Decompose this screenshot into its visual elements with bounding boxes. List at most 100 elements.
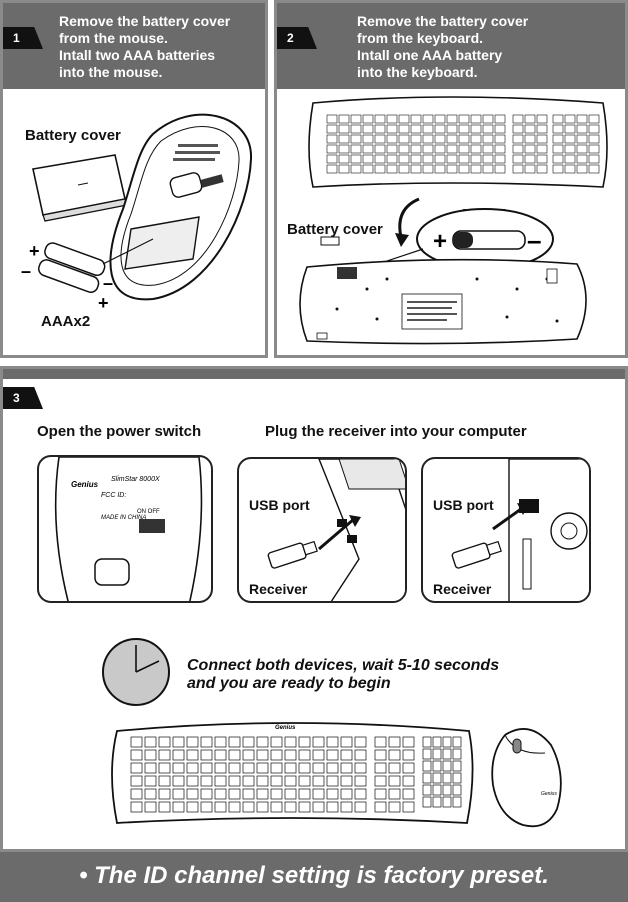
keyboard-key [494,144,506,154]
keyboard-key [172,801,185,813]
keyboard-key [552,124,564,134]
keyboard-key [564,134,576,144]
keyboard-key [270,801,283,813]
keyboard-key [524,124,536,134]
keyboard-key [130,801,143,813]
keyboard-key [340,775,353,787]
keyboard-key [350,114,362,124]
keyboard-key [452,772,462,784]
keyboard-key [214,736,227,748]
keyboard-key [312,788,325,800]
keyboard-key [422,748,432,760]
keyboard-key [242,788,255,800]
keyboard-bottom-view [299,258,587,345]
keyboard-key [354,801,367,813]
svg-text:–: – [103,273,113,293]
keyboard-key [312,775,325,787]
keyboard-key [410,134,422,144]
keyboard-key [326,114,338,124]
step-2-header [277,3,625,89]
wireless-keyboard-key-grid [130,736,462,813]
aaa-batteries: + – – + [21,238,154,313]
power-switch-label: Open the power switch [37,423,202,440]
keyboard-key [442,760,452,772]
keyboard-key [242,736,255,748]
keyboard-key [312,762,325,774]
keyboard-key [284,775,297,787]
keyboard-key [158,801,171,813]
keyboard-key [228,801,241,813]
mouse-fcc-text: FCC ID: [101,492,126,499]
keyboard-key [588,144,600,154]
keyboard-key [442,796,452,808]
keyboard-key [386,134,398,144]
keyboard-key [388,736,401,748]
svg-text:+: + [433,228,447,255]
keyboard-key [388,801,401,813]
keyboard-key [410,144,422,154]
keyboard-key [564,124,576,134]
keyboard-key [144,749,157,761]
keyboard-key [512,134,524,144]
svg-text:+: + [98,293,109,313]
keyboard-key [398,134,410,144]
keyboard-key [432,772,442,784]
keyboard-key [326,154,338,164]
keyboard-key [374,788,387,800]
keyboard-key [350,124,362,134]
keyboard-key [200,762,213,774]
keyboard-key [144,736,157,748]
keyboard-key [446,134,458,144]
mouse-switch-text: ON OFF [137,509,160,515]
keyboard-key [172,762,185,774]
keyboard-key [158,775,171,787]
desktop-receiver-label: Receiver [433,581,492,597]
keyboard-key [524,164,536,174]
battery-quantity-label: AAAx2 [41,313,91,330]
keyboard-key [432,748,442,760]
keyboard-key [362,164,374,174]
keyboard-key [552,114,564,124]
keyboard-key [402,736,415,748]
keyboard-key [374,114,386,124]
laptop-illustration [267,459,405,601]
keyboard-key [172,775,185,787]
keyboard-key [458,144,470,154]
keyboard-key [130,775,143,787]
keyboard-key [374,749,387,761]
mouse-made-text: MADE IN CHINA [101,515,146,521]
keyboard-key [512,164,524,174]
keyboard-key [442,748,452,760]
keyboard-key [374,801,387,813]
keyboard-key [242,749,255,761]
keyboard-key [326,801,339,813]
keyboard-key [470,144,482,154]
keyboard-key [214,775,227,787]
keyboard-key [130,788,143,800]
keyboard-key [386,164,398,174]
keyboard-key [144,762,157,774]
keyboard-key [588,164,600,174]
keyboard-brand-text: Genius [275,725,296,731]
keyboard-key [388,788,401,800]
keyboard-key [326,749,339,761]
step-1-instructions: Remove the battery cover from the mouse.… [59,13,231,80]
keyboard-key [482,124,494,134]
keyboard-key [446,144,458,154]
keyboard-key [362,154,374,164]
desktop-usb-card: USB port Receiver [421,457,591,603]
keyboard-key [214,801,227,813]
keyboard-key [458,164,470,174]
keyboard-key [482,154,494,164]
keyboard-key [326,164,338,174]
keyboard-key [362,124,374,134]
laptop-usb-card: USB port Receiver [237,457,407,603]
keyboard-key [446,124,458,134]
keyboard-key [388,762,401,774]
keyboard-key [434,124,446,134]
keyboard-key [398,124,410,134]
keyboard-key [158,762,171,774]
svg-text:–: – [527,225,541,255]
keyboard-key [588,114,600,124]
keyboard-key [228,749,241,761]
